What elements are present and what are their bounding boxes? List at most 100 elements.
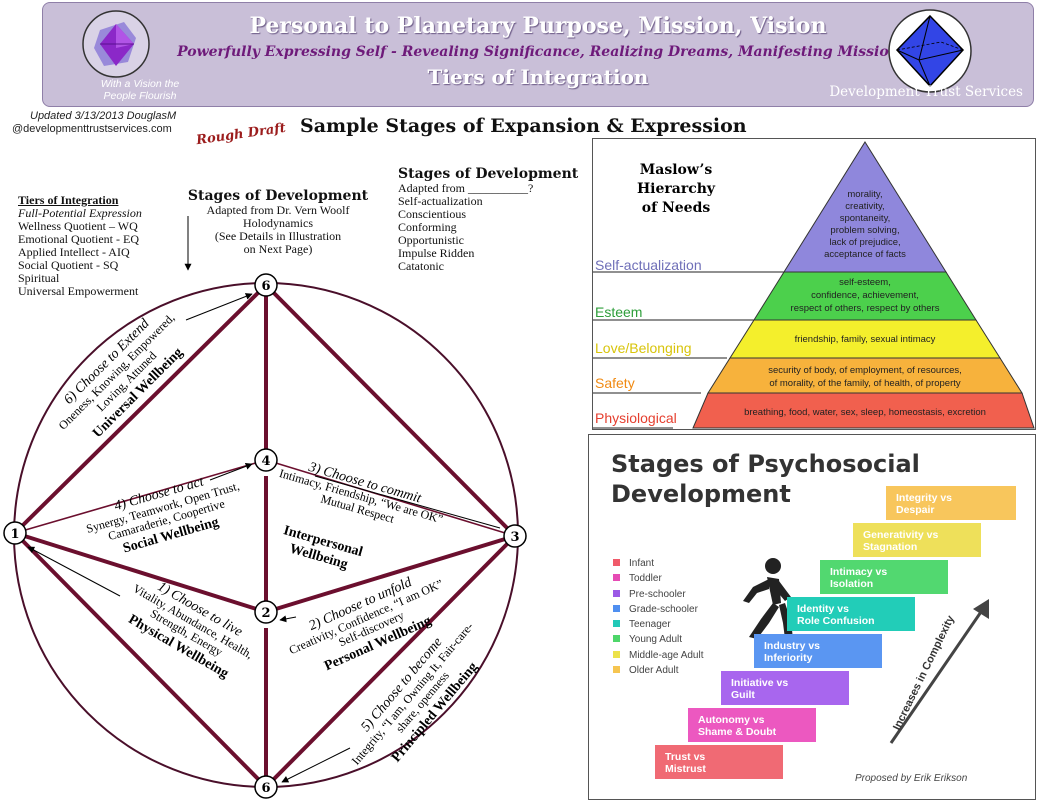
maslow-panel: Maslow’s Hierarchy of Needs morality, cr… <box>592 138 1036 430</box>
step-label: Shame & Doubt <box>698 726 777 738</box>
tier-line: Wellness Quotient – WQ <box>18 219 138 233</box>
erikson-title: Stages of Psychosocial Development <box>611 449 920 509</box>
updated-note: Updated 3/13/2013 DouglasM <box>30 110 177 122</box>
maslow-text: self-esteem, <box>839 277 891 288</box>
maslow-label-self-actualization: Self-actualization <box>595 257 702 273</box>
maslow-text: creativity, <box>845 201 884 212</box>
legend-item: Teenager <box>613 617 704 632</box>
maslow-pyramid: morality, creativity, spontaneity, probl… <box>593 141 1035 429</box>
legend-label: Pre-schooler <box>629 588 686 600</box>
complexity-arrow <box>889 599 989 744</box>
node-circle <box>3 521 27 545</box>
node-label: 1 <box>10 527 19 542</box>
stage-3-label-group: Interpersonal Wellbeing <box>282 523 365 572</box>
legend-label: Young Adult <box>629 634 683 646</box>
logo-caption-line-2: People Flourish <box>103 90 177 102</box>
legend-label: Teenager <box>629 619 671 631</box>
legend-item: Pre-schooler <box>613 587 704 602</box>
stage-4-group: 4) Choose to act Synergy, Teamwork, Open… <box>85 474 241 556</box>
stages-right-line: Self-actualization <box>398 194 483 208</box>
legend-label: Infant <box>629 558 655 569</box>
node-label: 2 <box>261 606 270 621</box>
banner-subtitle: Powerfully Expressing Self - Revealing S… <box>177 44 899 60</box>
legend-label: Middle-age Adult <box>629 649 704 661</box>
maslow-level-physiological <box>692 392 1035 429</box>
legend-item: Middle-age Adult <box>613 648 704 663</box>
tier-line: Social Quotient - SQ <box>18 258 119 272</box>
legend-swatch <box>613 650 620 658</box>
tier-line: Spiritual <box>18 271 60 285</box>
step-industry: Industry vs Inferiority <box>754 634 882 668</box>
tiers-list: Tiers of Integration Full-Potential Expr… <box>18 194 193 298</box>
legend-swatch <box>613 574 620 582</box>
email-note: @developmenttrustservices.com <box>12 123 172 135</box>
step-integrity: Integrity vs Despair <box>886 486 1016 520</box>
step-label: Despair <box>896 504 935 516</box>
stages-left: Stages of Development Adapted from Dr. V… <box>183 188 373 256</box>
step-label: Intimacy vs <box>830 566 888 578</box>
erikson-panel: Stages of Psychosocial Development Infan… <box>588 434 1036 800</box>
step-label: Generativity vs <box>863 529 939 541</box>
legend-swatch <box>613 589 620 597</box>
stages-right: Stages of Development Adapted from _____… <box>398 166 593 273</box>
step-label: Guilt <box>731 689 755 701</box>
tiers-heading: Tiers of Integration <box>18 193 119 207</box>
step-label: Industry vs <box>764 640 821 652</box>
step-label: Mistrust <box>665 763 706 775</box>
step-label: Trust vs <box>665 751 706 763</box>
erikson-title-line: Development <box>611 480 791 508</box>
step-label: Integrity vs <box>896 492 953 504</box>
maslow-dividers <box>593 271 793 429</box>
maslow-label-love: Love/Belonging <box>595 340 692 356</box>
stages-right-line: Adapted from __________? <box>398 181 534 195</box>
brand-name: Development Trust Services <box>829 84 1023 100</box>
erikson-credit: Proposed by Erik Erikson <box>855 773 968 784</box>
octahedron-logo-icon <box>888 9 972 93</box>
maslow-text: problem solving, <box>830 225 899 236</box>
stages-left-heading: Stages of Development <box>187 188 369 204</box>
legend-label: Toddler <box>629 573 662 585</box>
maslow-text: morality, <box>847 189 882 200</box>
node-label: 4 <box>261 454 270 469</box>
node-circle <box>254 600 278 624</box>
header-banner: Personal to Planetary Purpose, Mission, … <box>42 2 1034 107</box>
erikson-title-line: Stages of Psychosocial <box>611 450 920 478</box>
node-circle <box>503 524 527 548</box>
tiers-subheading: Full-Potential Expression <box>18 206 142 220</box>
maslow-text: spontaneity, <box>840 213 891 224</box>
node-circle <box>254 273 278 297</box>
maslow-text: lack of prejudice, <box>829 237 900 248</box>
node-label: 6 <box>261 781 270 796</box>
diagram-nodes: 6 4 1 3 2 6 <box>3 273 527 799</box>
maslow-text: acceptance of facts <box>824 249 906 260</box>
step-autonomy: Autonomy vs Shame & Doubt <box>688 708 816 742</box>
erikson-legend: Infant Toddler Pre-schooler Grade-school… <box>613 556 704 678</box>
logo-caption-line-1: With a Vision the <box>100 78 180 90</box>
logo-caption: With a Vision the People Flourish <box>80 78 200 102</box>
node-label: 6 <box>261 279 270 294</box>
legend-label: Grade-schooler <box>629 603 698 615</box>
vision-logo-icon <box>82 10 150 78</box>
banner-tier-title: Tiers of Integration <box>427 65 649 89</box>
tier-line: Universal Empowerment <box>18 284 139 298</box>
step-identity: Identity vs Role Confusion <box>787 597 915 631</box>
stages-left-line: Holodynamics <box>243 216 313 230</box>
maslow-title: Maslow’s Hierarchy of Needs <box>601 161 751 218</box>
tier-line: Emotional Quotient - EQ <box>18 232 139 246</box>
maslow-label-physiological: Physiological <box>595 410 677 426</box>
step-generativity: Generativity vs Stagnation <box>853 523 981 557</box>
step-label: Role Confusion <box>797 615 875 627</box>
node-circle <box>254 775 278 799</box>
step-initiative: Initiative vs Guilt <box>721 671 849 705</box>
stages-right-line: Conscientious <box>398 207 466 221</box>
legend-item: Older Adult <box>613 663 704 678</box>
legend-swatch <box>613 620 620 628</box>
legend-item: Young Adult <box>613 632 704 647</box>
step-label: Identity vs <box>797 603 849 615</box>
maslow-label-esteem: Esteem <box>595 304 643 320</box>
flow-arrows <box>27 293 501 783</box>
step-label: Inferiority <box>764 652 813 664</box>
maslow-text: security of body, of employment, of reso… <box>768 365 962 376</box>
legend-item: Grade-schooler <box>613 602 704 617</box>
maslow-text: respect of others, respect by others <box>791 303 940 314</box>
